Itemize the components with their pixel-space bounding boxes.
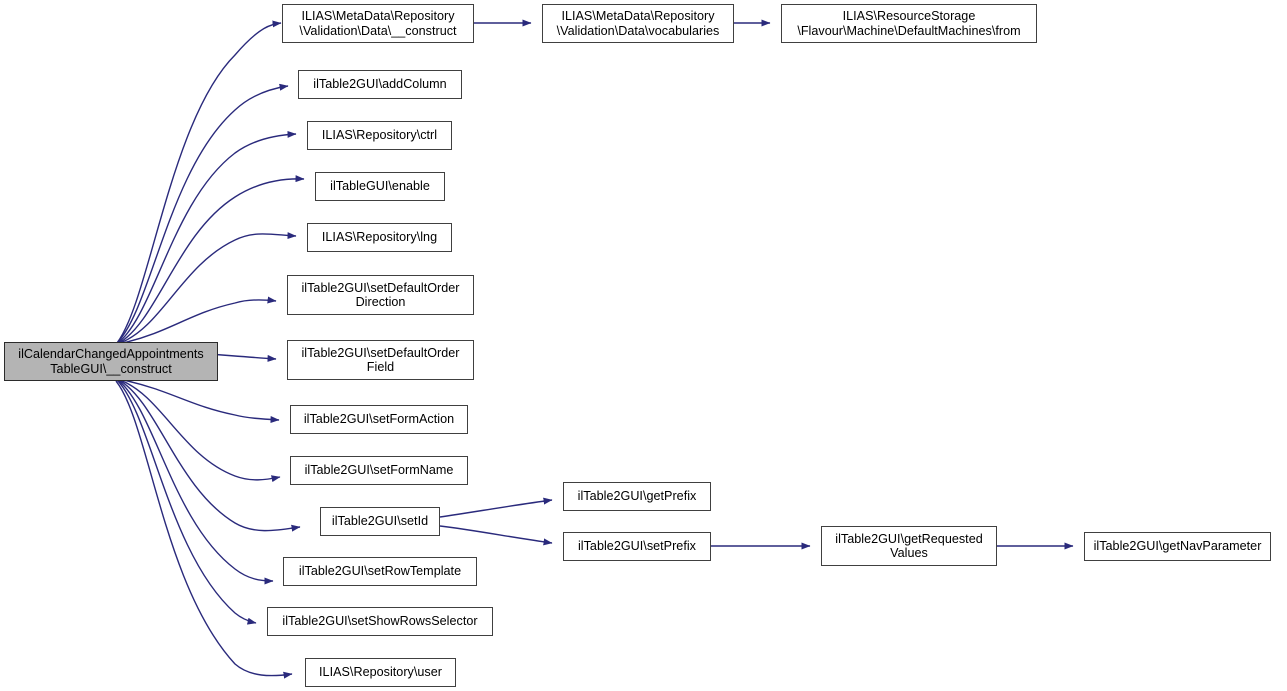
call-edge (439, 525, 553, 546)
call-edge (116, 379, 257, 625)
call-edge (119, 232, 297, 344)
call-edge (118, 175, 305, 344)
call-edge (122, 296, 277, 344)
graph-node-getrequestedvalues[interactable]: ilTable2GUI\getRequested Values (821, 526, 997, 566)
graph-node-vocabularies[interactable]: ILIAS\MetaData\Repository \Validation\Da… (542, 4, 734, 43)
graph-node-mdconstruct[interactable]: ILIAS\MetaData\Repository \Validation\Da… (282, 4, 474, 43)
call-edge (119, 379, 281, 483)
graph-node-setrowtemplate[interactable]: ilTable2GUI\setRowTemplate (283, 557, 477, 586)
call-edge (116, 20, 282, 344)
graph-node-enable[interactable]: ilTableGUI\enable (315, 172, 445, 201)
graph-node-user[interactable]: ILIAS\Repository\user (305, 658, 456, 687)
graph-node-setid[interactable]: ilTable2GUI\setId (320, 507, 440, 536)
graph-node-getnavparameter[interactable]: ilTable2GUI\getNavParameter (1084, 532, 1271, 561)
graph-node-ctrl[interactable]: ILIAS\Repository\ctrl (307, 121, 452, 150)
graph-node-setshowrowsselector[interactable]: ilTable2GUI\setShowRowsSelector (267, 607, 493, 636)
call-edge (118, 379, 301, 532)
graph-node-defaultmachines[interactable]: ILIAS\ResourceStorage \Flavour\Machine\D… (781, 4, 1037, 43)
graph-node-setdefaultorderdir[interactable]: ilTable2GUI\setDefaultOrder Direction (287, 275, 474, 315)
call-edge (122, 379, 280, 424)
call-edge (117, 130, 297, 344)
graph-node-root[interactable]: ilCalendarChangedAppointments TableGUI\_… (4, 342, 218, 381)
graph-node-setdefaultorderfld[interactable]: ilTable2GUI\setDefaultOrder Field (287, 340, 474, 380)
call-edge (115, 380, 293, 679)
graph-node-setformname[interactable]: ilTable2GUI\setFormName (290, 456, 468, 485)
graph-node-addcolumn[interactable]: ilTable2GUI\addColumn (298, 70, 462, 99)
graph-node-getprefix[interactable]: ilTable2GUI\getPrefix (563, 482, 711, 511)
graph-node-lng[interactable]: ILIAS\Repository\lng (307, 223, 452, 252)
graph-node-setprefix[interactable]: ilTable2GUI\setPrefix (563, 532, 711, 561)
call-edge (116, 83, 289, 344)
graph-node-setformaction[interactable]: ilTable2GUI\setFormAction (290, 405, 468, 434)
call-edge (117, 379, 274, 585)
call-edge (439, 497, 553, 518)
